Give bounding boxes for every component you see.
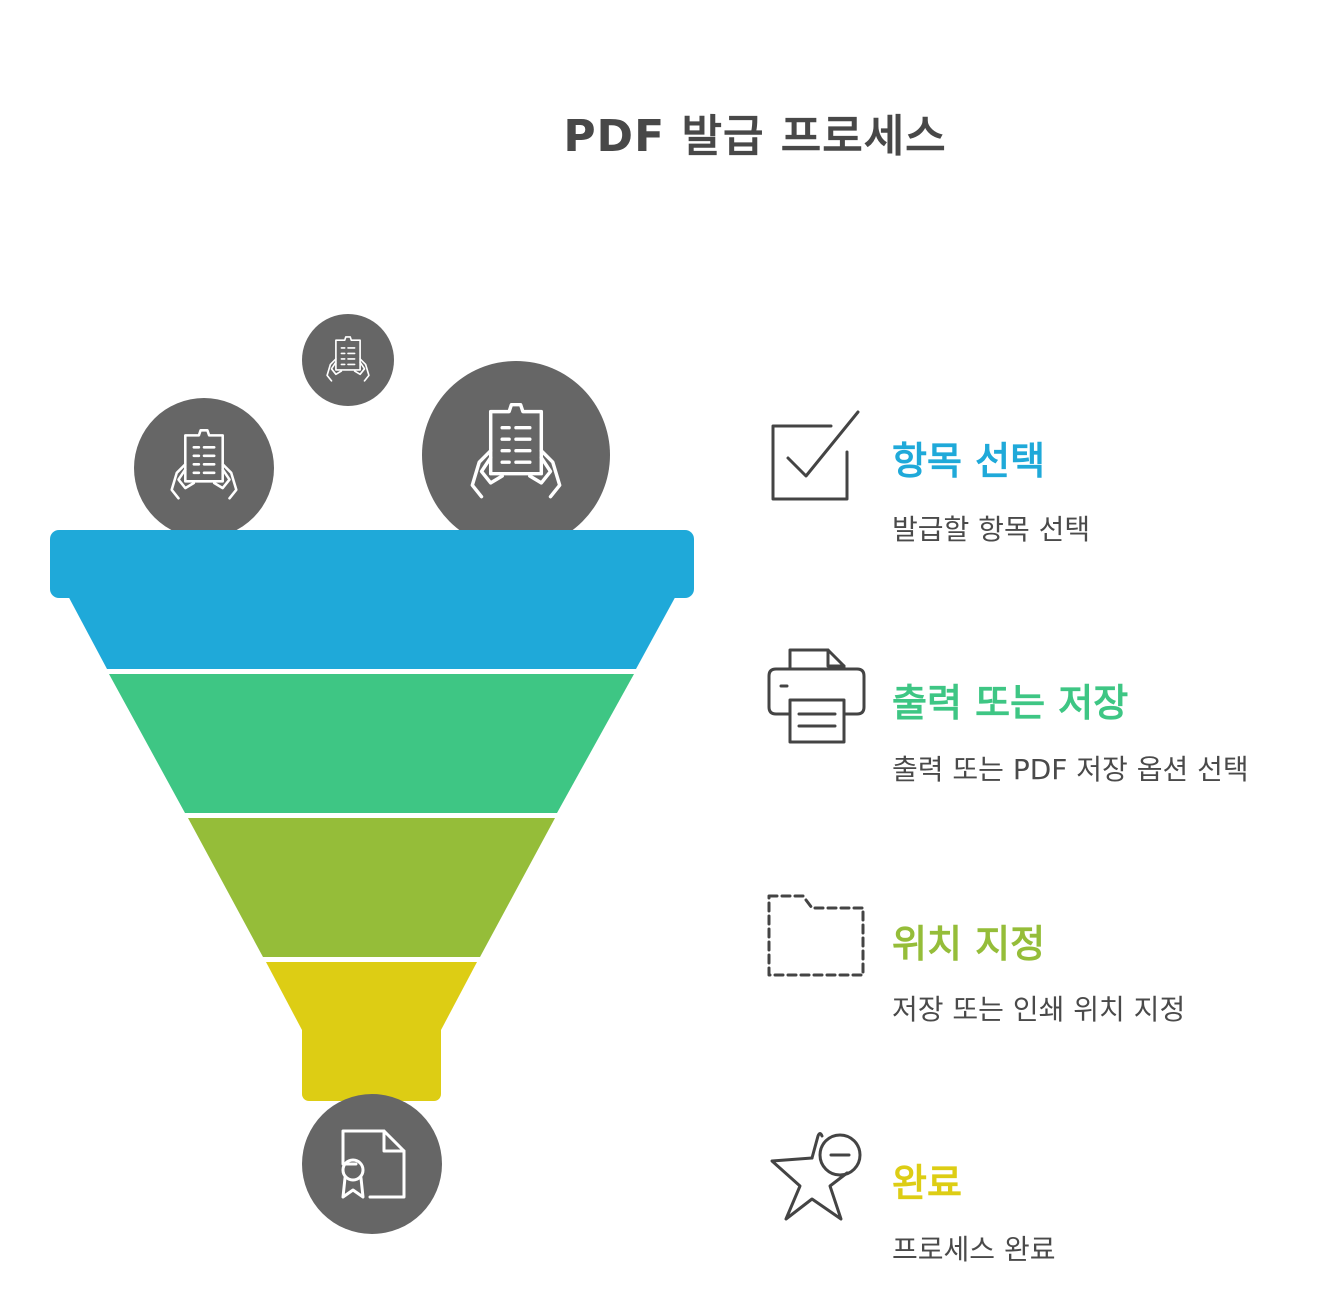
circle-icon-small (302, 314, 394, 406)
circle-icon-bottom (302, 1094, 442, 1234)
funnel-segment-3 (188, 818, 555, 957)
step-4-description: 프로세스 완료 (892, 1233, 1056, 1266)
step-1-title: 항목 선택 (892, 439, 1046, 483)
step-4-title: 완료 (892, 1161, 962, 1205)
step-2-description: 출력 또는 PDF 저장 옵션 선택 (892, 753, 1249, 786)
dashed-folder-icon (767, 894, 865, 977)
checkbox-icon (771, 410, 860, 501)
step-3-description: 저장 또는 인쇄 위치 지정 (892, 993, 1186, 1026)
step-2-title: 출력 또는 저장 (892, 681, 1129, 725)
step-1-description: 발급할 항목 선택 (892, 513, 1091, 546)
printer-icon (767, 648, 866, 744)
circle-icon-large (422, 361, 610, 549)
funnel-segment-2 (109, 674, 634, 813)
circle-icon-left (134, 398, 274, 538)
star-minus-icon (770, 1132, 862, 1221)
diagram-title: PDF 발급 프로세스 (563, 111, 947, 162)
certificate-document-icon (341, 1129, 406, 1199)
funnel-segment-1 (50, 530, 694, 669)
funnel-segment-4 (266, 962, 477, 1101)
step-3-title: 위치 지정 (892, 922, 1046, 966)
